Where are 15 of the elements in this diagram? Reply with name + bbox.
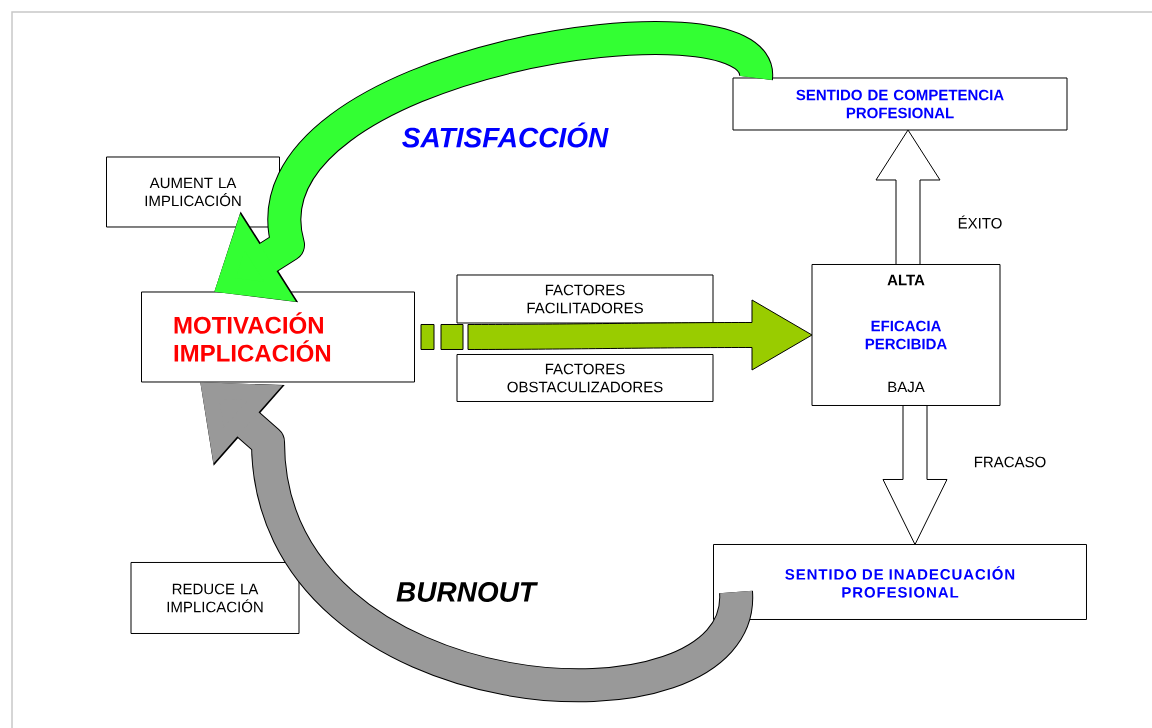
- block-arrow: [875, 129, 941, 265]
- text-box: SENTIDO DE INADECUACIÓN PROFESIONAL: [713, 544, 1087, 620]
- process-box: ALTA EFICACIA PERCIBIDA BAJA: [811, 264, 1001, 406]
- block-arrow: [882, 405, 948, 545]
- text-box: REDUCE LA IMPLICACIÓN: [130, 562, 300, 634]
- text-box: FACTORES FACILITADORES: [456, 274, 714, 324]
- text-box: AUMENT LA IMPLICACIÓN: [106, 156, 280, 228]
- text-box: FACTORES OBSTACULIZADORES: [456, 354, 714, 402]
- text-box: SENTIDO DE COMPETENCIA PROFESIONAL: [732, 77, 1068, 131]
- edge-label: BURNOUT: [395, 581, 538, 603]
- edge-label: FRACASO: [972, 455, 1048, 469]
- edge-label: ÉXITO: [956, 214, 1004, 230]
- edge-label: SATISFACCIÓN: [400, 121, 610, 149]
- text-box: MOTIVACIÓN IMPLICACIÓN: [141, 291, 415, 383]
- block-arrow: [420, 299, 813, 371]
